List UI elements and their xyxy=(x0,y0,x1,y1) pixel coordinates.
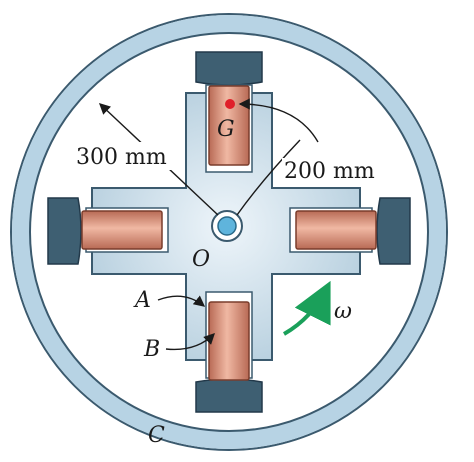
omega-arrow xyxy=(283,280,331,336)
a-leader xyxy=(157,295,206,307)
label-a: A xyxy=(133,288,151,313)
pad-left xyxy=(47,197,82,265)
center-hub xyxy=(211,210,243,242)
dim-200-leader-a xyxy=(236,139,301,216)
dim-300-bg xyxy=(70,142,180,170)
dim-200-arc xyxy=(238,98,319,143)
slider-bottom xyxy=(208,301,250,381)
label-200mm: 200 mm xyxy=(284,159,375,184)
label-omega: ω xyxy=(334,299,352,324)
label-b: B xyxy=(143,337,160,362)
pad-right xyxy=(376,197,411,265)
slider-left xyxy=(81,210,163,250)
pointer-lines xyxy=(157,295,215,351)
mass-center-dot xyxy=(225,99,235,109)
label-c: C xyxy=(148,423,165,448)
slider-right xyxy=(295,210,377,250)
label-g: G xyxy=(217,117,235,142)
ring-pads xyxy=(47,51,411,413)
dim-200-bg xyxy=(282,158,386,184)
b-leader xyxy=(165,333,215,351)
pad-bottom xyxy=(195,378,263,413)
pad-top xyxy=(195,51,263,86)
label-o: O xyxy=(192,247,210,272)
label-300mm: 300 mm xyxy=(76,145,167,170)
sliders xyxy=(81,85,377,381)
